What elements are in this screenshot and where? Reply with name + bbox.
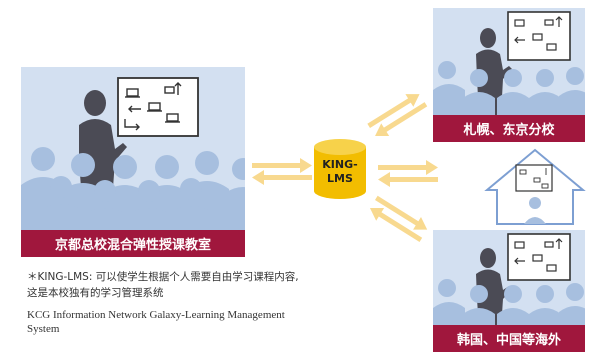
hub-label-line2: LMS (327, 172, 353, 185)
classroom-illustration (433, 233, 585, 325)
home-student-silhouette (524, 197, 546, 224)
overseas-label: 韩国、中国等海外 (433, 325, 585, 352)
note-en-line1: KCG Information Network Galaxy-Learning … (27, 309, 285, 321)
kyoto-campus-label: 京都总校混合弹性授课教室 (21, 230, 245, 257)
presenter-silhouette (79, 90, 127, 201)
classroom-illustration (433, 11, 585, 115)
overseas-panel (433, 230, 585, 325)
hub-label-line1: KING- (322, 158, 358, 171)
sapporo-tokyo-panel (433, 8, 585, 115)
home-screen (515, 164, 553, 192)
link-arrow-sapporo-tokyo (364, 87, 430, 143)
audience-silhouettes (433, 279, 585, 325)
sapporo-tokyo-label: 札幌、东京分校 (433, 115, 585, 142)
network-icon (514, 16, 563, 51)
audience-silhouettes (21, 147, 245, 230)
home-learning-icon (484, 148, 586, 225)
link-arrow-kyoto (252, 158, 312, 185)
network-icon (514, 238, 563, 272)
network-icon (124, 82, 182, 131)
note-cn-line1: ＊KING-LMS: 可以使学生根据个人需要自由学习课程内容, (27, 271, 299, 283)
link-arrow-overseas (365, 191, 432, 247)
classroom-illustration (21, 77, 245, 230)
kyoto-classroom-panel (21, 67, 245, 230)
note-cn-line2: 这是本校独有的学习管理系统 (27, 287, 164, 299)
link-arrow-home (378, 160, 438, 187)
note-en-line2: System (27, 323, 60, 335)
audience-silhouettes (433, 61, 585, 115)
